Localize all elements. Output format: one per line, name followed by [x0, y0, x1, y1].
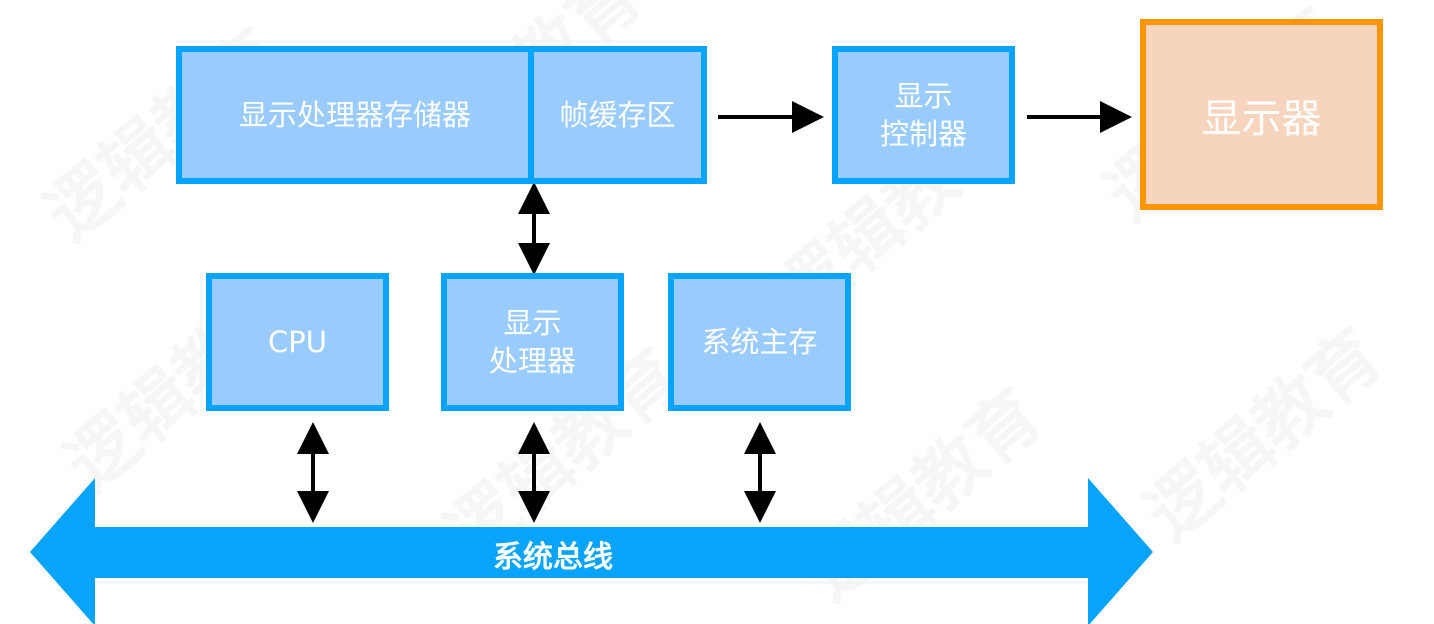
main-memory-label: 系统主存 [701, 325, 818, 359]
system-bus-label: 系统总线 [493, 540, 613, 575]
system-bus-arrow [30, 478, 1153, 624]
display-label: 显示器 [1201, 95, 1322, 142]
gpu-memory-label: 显示处理器存储器 [238, 98, 471, 132]
display-controller-label-line2: 控制器 [879, 117, 967, 151]
cpu-label: CPU [268, 325, 327, 359]
gpu-label-line1: 显示 [503, 306, 562, 340]
frame-buffer-label: 帧缓存区 [559, 98, 676, 132]
gpu-label-line2: 处理器 [488, 344, 576, 378]
display-controller-box: 显示 控制器 [832, 46, 1015, 184]
frame-buffer-box: 帧缓存区 [528, 46, 707, 184]
main-memory-box: 系统主存 [668, 273, 851, 411]
display-controller-label-line1: 显示 [894, 79, 953, 113]
display-box: 显示器 [1140, 19, 1383, 210]
cpu-box: CPU [206, 273, 389, 411]
gpu-box: 显示 处理器 [441, 273, 624, 411]
gpu-memory-box: 显示处理器存储器 [176, 46, 534, 184]
